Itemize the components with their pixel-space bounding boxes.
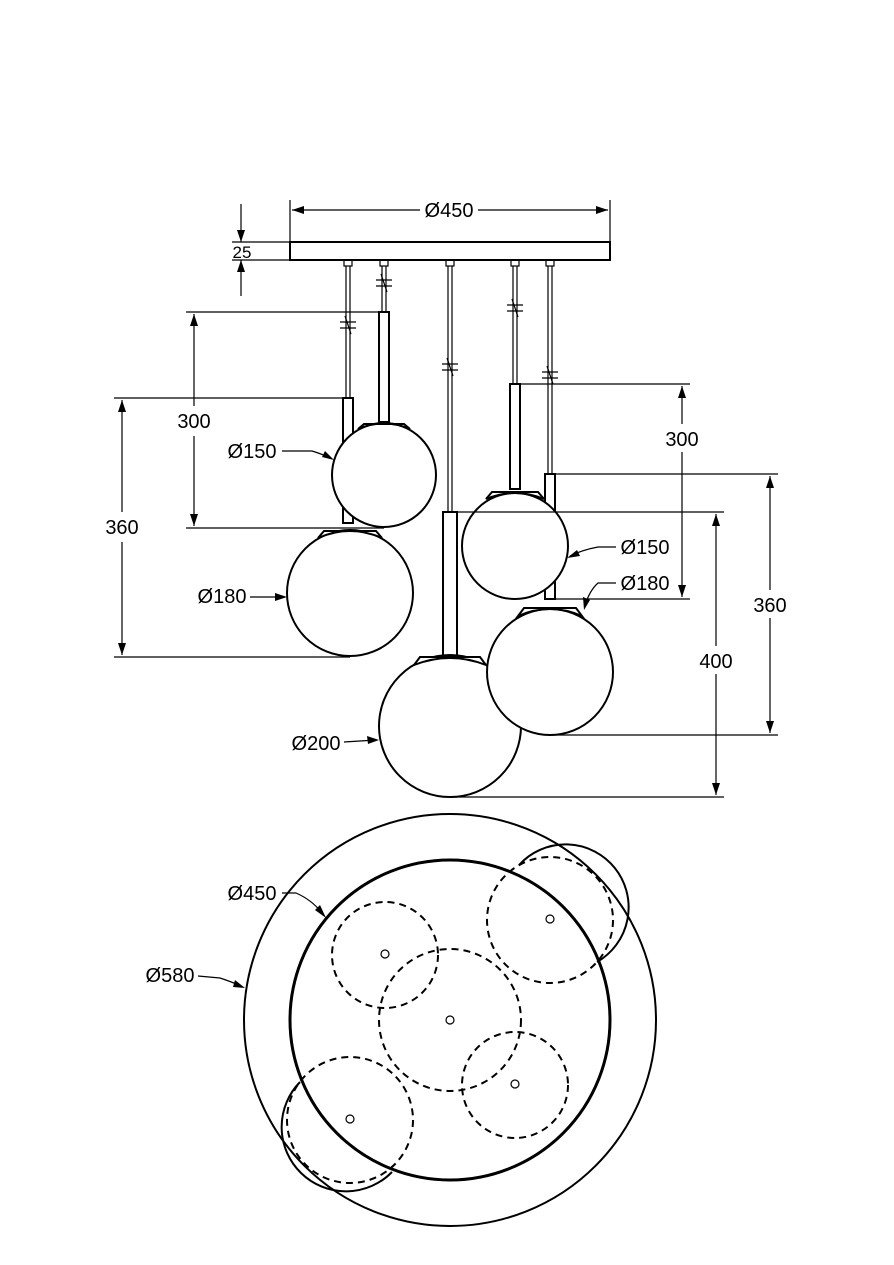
canopy-height-dimension: 25: [232, 204, 290, 296]
left-rod-length-label: 300: [177, 411, 210, 433]
globe-medium-left: [286, 529, 414, 657]
cables: [340, 266, 558, 512]
globe-medium-left-callout: Ø180: [198, 586, 287, 608]
globe-center: [378, 948, 522, 1092]
right-overall-label: 360: [753, 595, 786, 617]
right-rod-length-label: 300: [665, 429, 698, 451]
left-overall-dimension: 360: [105, 397, 350, 658]
canopy-height-label: 25: [233, 243, 252, 262]
globe-medium-right: [486, 607, 614, 736]
globe-small-right: [461, 491, 569, 600]
top-view: Ø450 Ø580: [146, 813, 657, 1227]
globe-top-left: [331, 901, 439, 1009]
globe-medium-right-callout: Ø180: [583, 573, 669, 610]
globe-medium-right-label: Ø180: [621, 573, 670, 595]
top-canopy-callout: Ø450: [228, 883, 326, 918]
right-rod-dimension: 300: [515, 383, 699, 600]
left-overall-label: 360: [105, 517, 138, 539]
right-overall-dimension: 360: [550, 473, 787, 736]
top-overall-callout: Ø580: [146, 965, 245, 988]
cable-fittings: [343, 259, 555, 267]
canopy-diameter-dimension: Ø450: [289, 200, 611, 242]
canopy-diameter-label: Ø450: [425, 200, 474, 222]
top-overall-diameter-label: Ø580: [146, 965, 195, 987]
globe-bottom-right: [461, 1031, 569, 1139]
canopy-outline: [288, 858, 612, 1182]
globe-top-right: [486, 843, 630, 984]
globe-small-left-callout: Ø150: [228, 441, 334, 463]
center-overall-dimension: 400: [450, 511, 733, 798]
left-rod-dimension: 300: [177, 311, 384, 529]
globe-small-right-label: Ø150: [621, 537, 670, 559]
globe-small-left-label: Ø150: [228, 441, 277, 463]
globe-large-center-callout: Ø200: [292, 733, 379, 755]
globe-small-left: [331, 422, 437, 528]
globe-small-right-callout: Ø150: [567, 537, 669, 559]
globe-large-center-label: Ø200: [292, 733, 341, 755]
center-overall-label: 400: [699, 651, 732, 673]
overall-outline: [243, 813, 657, 1227]
globe-bottom-left: [280, 1056, 414, 1193]
globe-medium-left-label: Ø180: [198, 586, 247, 608]
top-canopy-diameter-label: Ø450: [228, 883, 277, 905]
side-view: Ø450 25: [105, 200, 787, 798]
canopy-plate: [289, 241, 611, 261]
